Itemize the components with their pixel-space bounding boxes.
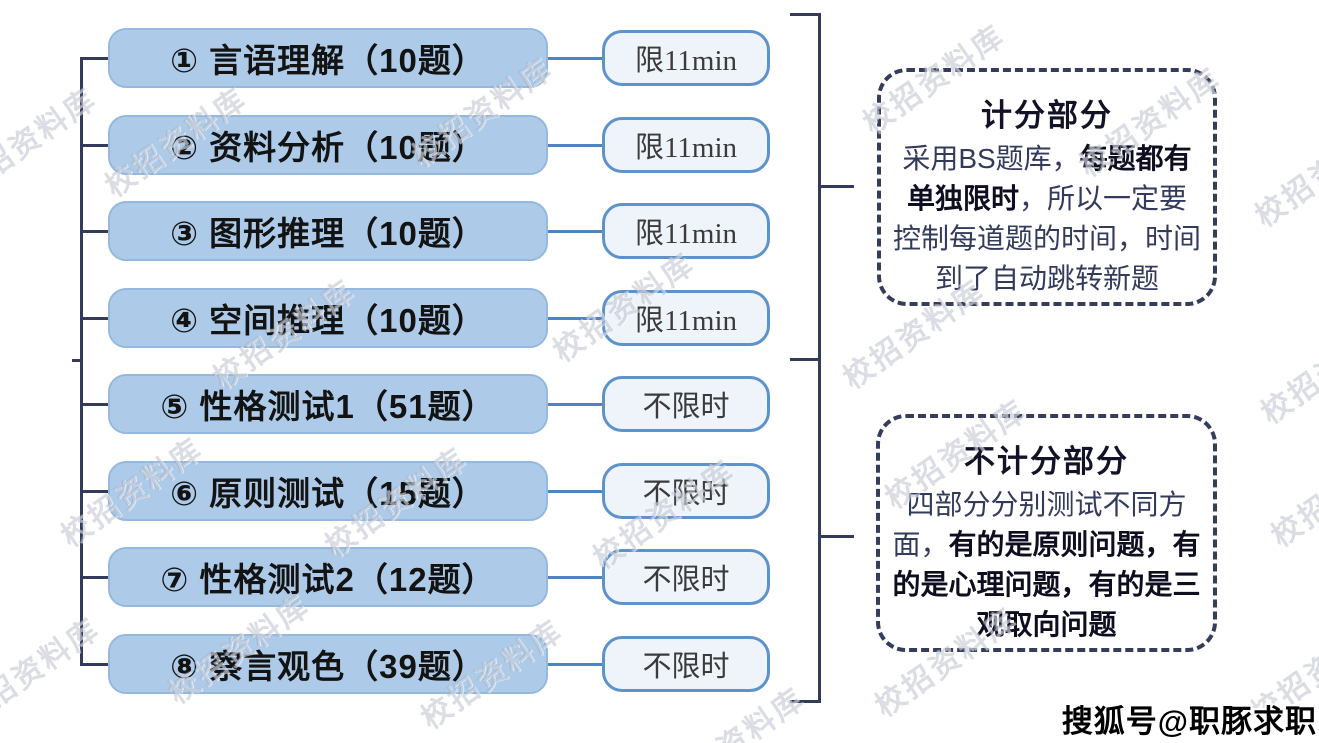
group-bracket-mid-tick [790, 358, 821, 361]
unscored-group-body: 四部分分别测试不同方面，有的是原则问题，有的是心理问题，有的是三观取向问题 [892, 489, 1201, 640]
scored-group-box: 计分部分 采用BS题库，每题都有单独限时，所以一定要控制每道题的时间，时间到了自… [877, 68, 1217, 306]
watermark-text: 校招资料库 [0, 82, 104, 204]
unscored-group-title: 不计分部分 [964, 444, 1129, 479]
time-badge-4-label: 限11min [634, 305, 738, 337]
watermark-text: 校招资料库 [1249, 112, 1319, 234]
branch-line-6 [80, 490, 108, 493]
group-bracket-top-tick [790, 13, 821, 16]
node-badge-connector-2 [548, 144, 602, 147]
node-badge-connector-6 [548, 490, 602, 493]
section-node-6: ⑥ 原则测试（15题） [108, 461, 548, 521]
branch-line-2 [80, 144, 108, 147]
time-badge-1: 限11min [602, 30, 770, 86]
section-node-8: ⑧ 察言观色（39题） [108, 634, 548, 694]
group-bracket-bottom-tick [790, 700, 821, 703]
unscored-group-connector [818, 535, 854, 538]
section-node-3: ③ 图形推理（10题） [108, 201, 548, 261]
root-tick-line [72, 359, 80, 362]
scored-group-connector [818, 185, 854, 188]
section-node-6-label: ⑥ 原则测试（15题） [170, 475, 486, 512]
scored-group-title: 计分部分 [981, 98, 1113, 133]
time-badge-6-label: 不限时 [642, 478, 730, 510]
branding-watermark: 搜狐号@职豚求职 [1061, 704, 1317, 739]
node-badge-connector-8 [548, 663, 602, 666]
node-badge-connector-5 [548, 403, 602, 406]
node-badge-connector-3 [548, 230, 602, 233]
section-node-1-label: ① 言语理解（10题） [170, 42, 486, 79]
section-node-1: ① 言语理解（10题） [108, 28, 548, 88]
node-badge-connector-4 [548, 317, 602, 320]
section-node-2-label: ② 资料分析（10题） [170, 129, 486, 166]
branch-line-1 [80, 57, 108, 60]
watermark-text: 校招资料库 [1265, 432, 1319, 554]
time-badge-4: 限11min [602, 290, 770, 346]
time-badge-2: 限11min [602, 117, 770, 173]
time-badge-6: 不限时 [602, 463, 770, 519]
watermark-text: 校招资料库 [1255, 309, 1319, 431]
branch-line-7 [80, 576, 108, 579]
section-node-4-label: ④ 空间推理（10题） [170, 302, 486, 339]
time-badge-8: 不限时 [602, 636, 770, 692]
section-node-4: ④ 空间推理（10题） [108, 288, 548, 348]
section-node-2: ② 资料分析（10题） [108, 115, 548, 175]
unscored-group-box: 不计分部分 四部分分别测试不同方面，有的是原则问题，有的是心理问题，有的是三观取… [876, 414, 1217, 652]
branch-line-8 [80, 663, 108, 666]
section-node-7-label: ⑦ 性格测试2（12题） [160, 561, 496, 598]
time-badge-3-label: 限11min [634, 218, 738, 250]
time-badge-1-label: 限11min [634, 45, 738, 77]
section-node-5-label: ⑤ 性格测试1（51题） [160, 388, 496, 425]
node-badge-connector-1 [548, 57, 602, 60]
branch-line-3 [80, 230, 108, 233]
section-node-8-label: ⑧ 察言观色（39题） [170, 648, 486, 685]
time-badge-8-label: 不限时 [642, 651, 730, 683]
time-badge-2-label: 限11min [634, 132, 738, 164]
left-trunk-line [80, 57, 83, 666]
time-badge-5-label: 不限时 [642, 391, 730, 423]
scored-group-body: 采用BS题库，每题都有单独限时，所以一定要控制每道题的时间，时间到了自动跳转新题 [893, 143, 1202, 294]
time-badge-3: 限11min [602, 203, 770, 259]
time-badge-7-label: 不限时 [642, 564, 730, 596]
time-badge-7: 不限时 [602, 549, 770, 605]
node-badge-connector-7 [548, 576, 602, 579]
branch-line-5 [80, 403, 108, 406]
section-node-3-label: ③ 图形推理（10题） [170, 215, 486, 252]
section-node-5: ⑤ 性格测试1（51题） [108, 374, 548, 434]
watermark-text: 校招资料库 [0, 612, 107, 734]
time-badge-5: 不限时 [602, 376, 770, 432]
section-node-7: ⑦ 性格测试2（12题） [108, 547, 548, 607]
branch-line-4 [80, 317, 108, 320]
